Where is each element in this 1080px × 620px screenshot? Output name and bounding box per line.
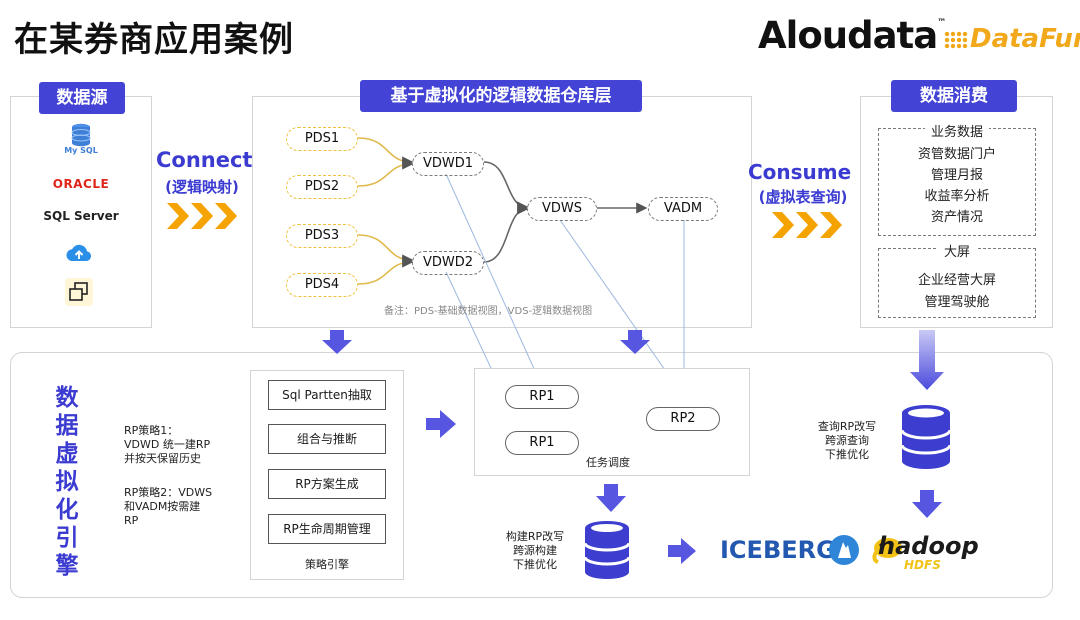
rp1-node-b: RP1 bbox=[505, 431, 579, 455]
file-copy-icon bbox=[62, 277, 96, 307]
consume-label: Consume bbox=[748, 160, 852, 184]
pds1-node: PDS1 bbox=[286, 127, 358, 151]
cloud-upload-icon bbox=[62, 240, 96, 266]
strategy-step: Sql Partten抽取 bbox=[268, 380, 386, 410]
oracle-logo: ORACLE bbox=[52, 177, 110, 191]
pds4-node: PDS4 bbox=[286, 273, 358, 297]
query-rp-text: 查询RP改写跨源查询下推优化 bbox=[817, 420, 877, 461]
strategy-engine-caption: 策略引擎 bbox=[305, 558, 349, 571]
pds3-node: PDS3 bbox=[286, 224, 358, 248]
connect-sublabel: (逻辑映射) bbox=[165, 178, 239, 196]
business-data-title: 业务数据 bbox=[924, 125, 989, 140]
consume-item: 管理驾驶舱 bbox=[924, 295, 990, 310]
right-arrow-icon bbox=[426, 410, 456, 438]
vdwd2-node: VDWD2 bbox=[412, 251, 484, 275]
database-icon bbox=[900, 405, 952, 469]
business-data-group: 业务数据 资管数据门户 管理月报 收益率分析 资产情况 bbox=[878, 125, 1036, 236]
vdws-node: VDWS bbox=[527, 197, 597, 221]
strategy-step: RP方案生成 bbox=[268, 469, 386, 499]
task-schedule-box bbox=[474, 368, 750, 476]
build-rp-text: 构建RP改写跨源构建下推优化 bbox=[505, 530, 565, 571]
iceberg-logo: ICEBERG bbox=[720, 536, 836, 564]
data-source-badge: 数据源 bbox=[39, 82, 125, 114]
down-arrow-icon bbox=[322, 330, 352, 354]
vdwd1-node: VDWD1 bbox=[412, 152, 484, 176]
aloudata-logo: Aloudata™ bbox=[758, 14, 947, 57]
connect-chevrons-icon bbox=[167, 203, 237, 229]
mysql-label: My SQL bbox=[64, 146, 98, 155]
vadm-node: VADM bbox=[648, 197, 718, 221]
down-arrow-icon bbox=[620, 330, 650, 354]
consume-item: 资产情况 bbox=[930, 210, 983, 225]
hadoop-logo: hadoop bbox=[878, 532, 979, 560]
engine-title: 数据虚拟化引擎 bbox=[55, 385, 79, 579]
strategy-step: 组合与推断 bbox=[268, 424, 386, 454]
consume-item: 管理月报 bbox=[930, 168, 983, 183]
connect-label: Connect bbox=[156, 148, 253, 172]
page-title: 在某券商应用案例 bbox=[14, 20, 294, 60]
task-schedule-caption: 任务调度 bbox=[586, 456, 630, 469]
datafun-logo: DataFun. bbox=[944, 24, 1080, 54]
logical-warehouse-badge: 基于虚拟化的逻辑数据仓库层 bbox=[360, 80, 642, 112]
big-screen-group: 大屏 企业经营大屏 管理驾驶舱 bbox=[878, 245, 1036, 318]
strategy-step: RP生命周期管理 bbox=[268, 514, 386, 544]
consume-chevrons-icon bbox=[772, 212, 842, 238]
consume-item: 收益率分析 bbox=[924, 189, 990, 204]
hadoop-elephant-icon bbox=[872, 538, 902, 564]
datafun-dots-icon bbox=[944, 30, 968, 49]
consume-item: 资管数据门户 bbox=[917, 147, 996, 162]
rp1-node-a: RP1 bbox=[505, 385, 579, 409]
database-icon bbox=[583, 521, 631, 579]
down-arrow-icon bbox=[596, 484, 626, 512]
logical-warehouse-panel bbox=[252, 96, 752, 328]
down-arrow-icon bbox=[910, 330, 944, 390]
iceberg-emblem-icon bbox=[829, 535, 859, 565]
consume-sublabel: (虚拟表查询) bbox=[758, 188, 848, 206]
legend-note: 备注：PDS-基础数据视图，VDS-逻辑数据视图 bbox=[384, 306, 593, 317]
rp2-node: RP2 bbox=[646, 407, 720, 431]
down-arrow-icon bbox=[912, 490, 942, 518]
pds2-node: PDS2 bbox=[286, 175, 358, 199]
data-consumption-badge: 数据消费 bbox=[891, 80, 1017, 112]
consume-item: 企业经营大屏 bbox=[917, 273, 996, 288]
sqlserver-label: SQL Server bbox=[43, 209, 119, 223]
hdfs-label: HDFS bbox=[904, 558, 941, 572]
big-screen-title: 大屏 bbox=[937, 245, 976, 260]
right-arrow-icon bbox=[668, 538, 696, 564]
mysql-database-icon bbox=[66, 122, 96, 148]
